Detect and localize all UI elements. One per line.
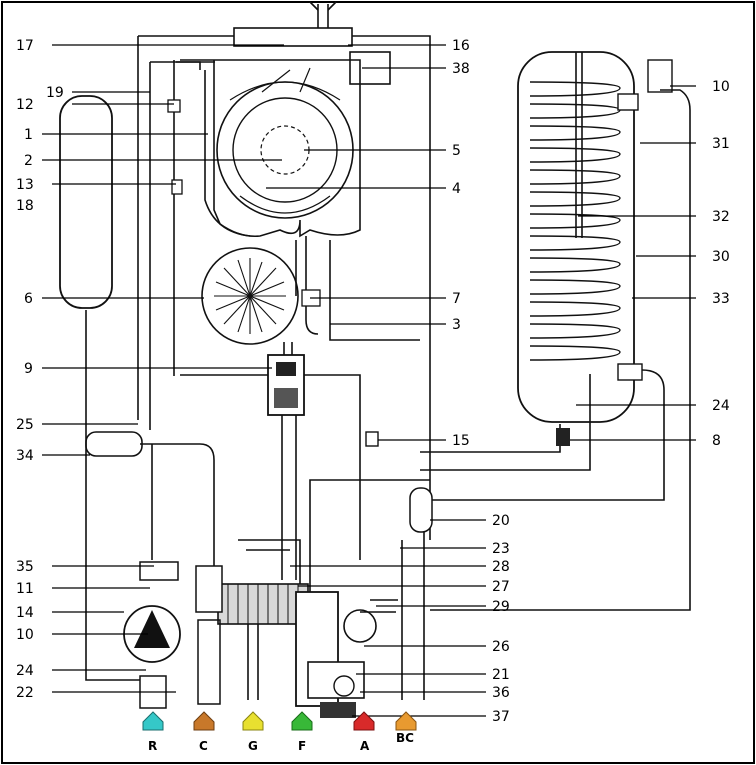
- legend-item-c: C: [193, 711, 215, 753]
- callouts-left: 17 19 12 1 2 13 18 6 9 25 34 35 11 14 10…: [16, 38, 64, 701]
- callout-7: 7: [452, 291, 461, 307]
- house-icon-red: [353, 711, 375, 731]
- callout-24-left: 24: [16, 663, 34, 679]
- callout-30: 30: [712, 249, 730, 265]
- callout-9: 9: [24, 361, 33, 377]
- house-icon-cyan: [142, 711, 164, 731]
- callout-6: 6: [24, 291, 33, 307]
- house-icon-brown: [193, 711, 215, 731]
- callout-1: 1: [24, 127, 33, 143]
- callout-18: 18: [16, 198, 34, 214]
- legend-code-c: C: [199, 739, 208, 753]
- callout-13: 13: [16, 177, 34, 193]
- callout-17: 17: [16, 38, 34, 54]
- callout-10-right: 10: [712, 79, 730, 95]
- callout-21: 21: [492, 667, 510, 683]
- callout-23: 23: [492, 541, 510, 557]
- callout-22: 22: [16, 685, 34, 701]
- legend-item-f: F: [291, 711, 313, 753]
- legend-item-r: R: [142, 711, 164, 753]
- callout-24-right: 24: [712, 398, 730, 414]
- piping: [59, 1, 691, 718]
- callout-33: 33: [712, 291, 730, 307]
- callout-16: 16: [452, 38, 470, 54]
- callout-34: 34: [16, 448, 34, 464]
- callout-25: 25: [16, 417, 34, 433]
- leader-lines: [42, 44, 696, 717]
- legend-code-bc: BC: [396, 731, 414, 745]
- legend-code-f: F: [298, 739, 306, 753]
- callout-4: 4: [452, 181, 461, 197]
- callouts-right: 16 38 5 4 7 3 15 10 31 32 30 33 24 8 20 …: [452, 38, 730, 725]
- callout-38: 38: [452, 61, 470, 77]
- callout-20: 20: [492, 513, 510, 529]
- callout-10-left: 10: [16, 627, 34, 643]
- callout-28: 28: [492, 559, 510, 575]
- callout-27: 27: [492, 579, 510, 595]
- callout-3: 3: [452, 317, 461, 333]
- callout-32: 32: [712, 209, 730, 225]
- house-icon-orange: [395, 711, 417, 731]
- connection-legend: R C G F A BC: [142, 711, 417, 753]
- callout-14: 14: [16, 605, 34, 621]
- callout-8: 8: [712, 433, 721, 449]
- callout-35: 35: [16, 559, 34, 575]
- callout-2: 2: [24, 153, 33, 169]
- callout-37: 37: [492, 709, 510, 725]
- legend-item-g: G: [242, 711, 264, 753]
- callout-19: 19: [46, 85, 64, 101]
- callout-31: 31: [712, 136, 730, 152]
- callout-26: 26: [492, 639, 510, 655]
- legend-code-a: A: [360, 739, 370, 753]
- callout-29: 29: [492, 599, 510, 615]
- callout-12: 12: [16, 97, 34, 113]
- house-icon-green: [291, 711, 313, 731]
- legend-item-a: A: [353, 711, 375, 753]
- legend-item-bc: BC: [395, 711, 417, 745]
- legend-code-r: R: [148, 739, 157, 753]
- legend-code-g: G: [248, 739, 258, 753]
- callout-11: 11: [16, 581, 34, 597]
- callout-15: 15: [452, 433, 470, 449]
- house-icon-yellow: [242, 711, 264, 731]
- callout-36: 36: [492, 685, 510, 701]
- callout-5: 5: [452, 143, 461, 159]
